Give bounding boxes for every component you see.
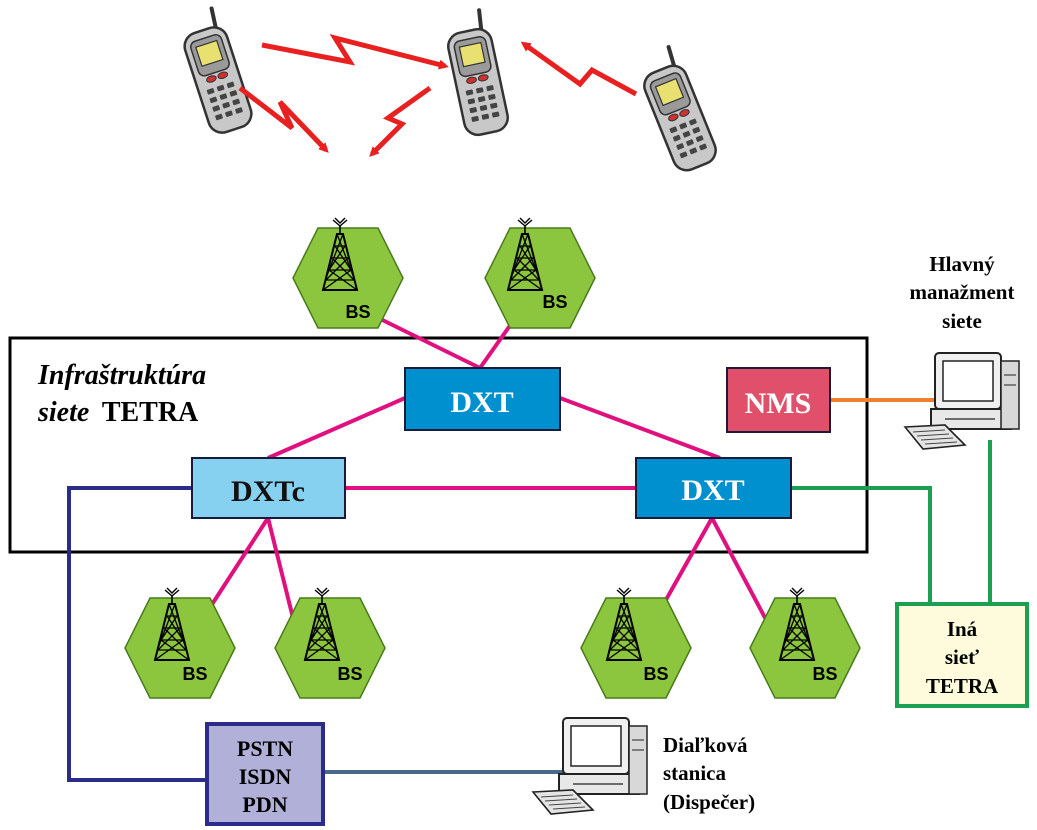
bs-label: BS bbox=[345, 302, 370, 322]
management-line3: siete bbox=[942, 309, 982, 333]
dxtc-label: DXTc bbox=[231, 475, 305, 508]
base-station-top-left: BS bbox=[292, 217, 404, 329]
infrastructure-subtitle-bold: TETRA bbox=[102, 397, 199, 428]
other-network-line3: TETRA bbox=[926, 674, 999, 698]
dispatcher-line1: Diaľková bbox=[663, 733, 748, 757]
infrastructure-subtitle: siete TETRA bbox=[37, 397, 199, 428]
pstn-label: PSTN bbox=[237, 736, 293, 761]
management-line2: manažment bbox=[910, 280, 1015, 304]
other-tetra-network[interactable]: Iná sieť TETRA bbox=[895, 602, 1029, 708]
dxt-right-node[interactable]: DXT bbox=[635, 457, 792, 519]
bs-label: BS bbox=[182, 664, 207, 684]
base-station-bottom-2: BS bbox=[274, 587, 386, 699]
radio-links bbox=[238, 34, 638, 157]
dispatcher-line3: (Dispečer) bbox=[663, 790, 755, 814]
dxt-top-label: DXT bbox=[450, 386, 513, 419]
infrastructure-subtitle-italic: siete bbox=[37, 397, 89, 428]
management-line1: Hlavný bbox=[929, 252, 995, 276]
base-station-bottom-3: BS bbox=[580, 587, 692, 699]
base-station-bottom-1: BS bbox=[124, 587, 236, 699]
infrastructure-frame bbox=[8, 336, 869, 554]
mobile-phone-icon-center[interactable] bbox=[439, 6, 513, 140]
pstn-isdn-pdn-box[interactable]: PSTN ISDN PDN bbox=[205, 722, 325, 826]
other-network-line2: sieť bbox=[945, 645, 979, 669]
dxtc-node[interactable]: DXTc bbox=[191, 457, 346, 519]
nms-label: NMS bbox=[745, 387, 812, 420]
bs-label: BS bbox=[542, 292, 567, 312]
dxt-top-node[interactable]: DXT bbox=[404, 367, 561, 431]
base-station-bottom-4: BS bbox=[749, 587, 861, 699]
other-network-line1: Iná bbox=[947, 617, 978, 641]
nms-node[interactable]: NMS bbox=[726, 367, 831, 433]
base-station-top-right: BS bbox=[484, 217, 596, 329]
pdn-label: PDN bbox=[242, 792, 287, 817]
link-dxtc-pstn bbox=[67, 486, 207, 782]
bs-label: BS bbox=[812, 664, 837, 684]
dispatcher-computer-icon[interactable] bbox=[532, 717, 648, 815]
mobile-phone-icon-left[interactable] bbox=[173, 4, 257, 139]
isdn-label: ISDN bbox=[239, 764, 292, 789]
mobile-phone-icon-right[interactable] bbox=[631, 42, 722, 177]
infrastructure-title: Infraštruktúra bbox=[37, 360, 206, 391]
bs-label: BS bbox=[337, 664, 362, 684]
link-dxt-other-network bbox=[792, 486, 932, 604]
dispatcher-line2: stanica bbox=[663, 761, 727, 785]
bs-label: BS bbox=[643, 664, 668, 684]
dxt-right-label: DXT bbox=[681, 474, 744, 507]
